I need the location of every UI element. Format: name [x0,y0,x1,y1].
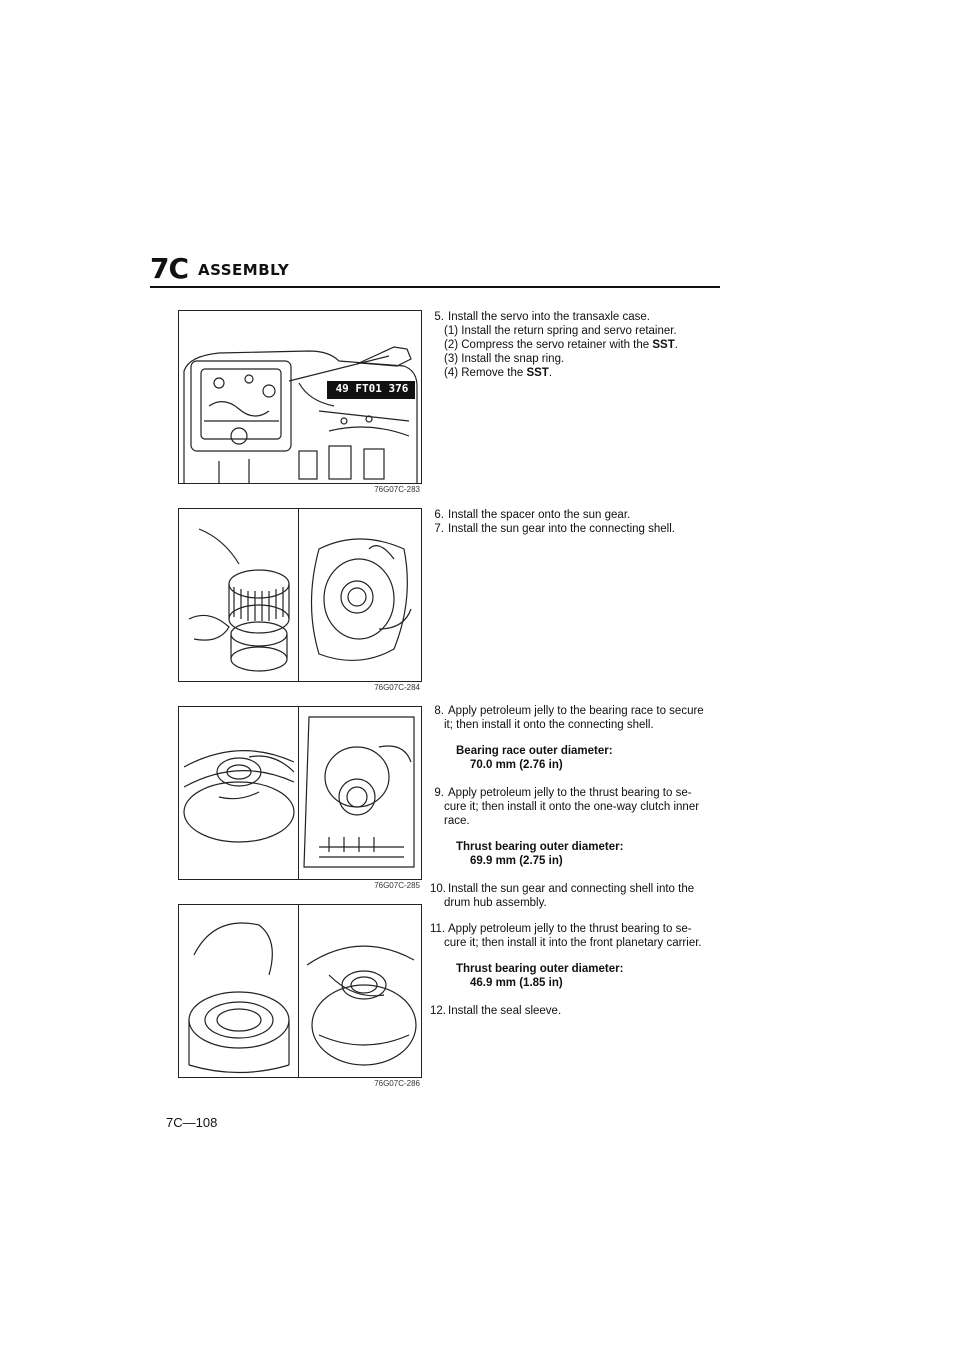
step-11-line-2: cure it; then install it into the front … [444,937,702,949]
step-8-spec-value: 70.0 mm (2.76 in) [470,759,563,771]
figure-sun-gear [178,508,422,682]
step-10: 10.Install the sun gear and connecting s… [430,883,695,895]
servo-illustration [183,346,418,483]
step-5-sub-3: (3) Install the snap ring. [444,353,565,365]
step-11-spec-value: 46.9 mm (1.85 in) [470,977,563,989]
step-8-line-2: it; then install it onto the connecting … [444,719,654,731]
step-11-spec-label: Thrust bearing outer diameter: [456,963,624,975]
figure-thrust-bearing [178,904,422,1078]
figure-split-line [298,905,299,1077]
figure-bearing-race [178,706,422,880]
page-number: 7C—108 [166,1115,218,1130]
sst-callout-label: 49 FT01 376 [335,382,409,395]
step-5: 5.Install the servo into the transaxle c… [434,311,650,323]
step-9-spec-label: Thrust bearing outer diameter: [456,841,624,853]
figure-servo-install: 49 FT01 376 [178,310,422,484]
step-5-sub-4: (4) Remove the SST. [444,367,553,379]
header-rule [150,286,720,288]
step-12: 12.Install the seal sleeve. [430,1005,562,1017]
section-code: 7C [150,252,189,285]
step-5-sub-2: (2) Compress the servo retainer with the… [444,339,678,351]
step-7: 7.Install the sun gear into the connecti… [434,523,675,535]
step-6: 6.Install the spacer onto the sun gear. [434,509,631,521]
step-9-line-2: cure it; then install it onto the one-wa… [444,801,700,813]
page-header: 7C ASSEMBLY [150,252,720,286]
step-8-spec-label: Bearing race outer diameter: [456,745,613,757]
step-9-line-3: race. [444,815,470,827]
figure-split-line [298,509,299,681]
step-5-sub-1: (1) Install the return spring and servo … [444,325,677,337]
figure-id: 76G07C-284 [374,683,420,692]
figure-id: 76G07C-285 [374,881,420,890]
step-9-spec-value: 69.9 mm (2.75 in) [470,855,563,867]
figure-id: 76G07C-283 [374,485,420,494]
step-10-line-2: drum hub assembly. [444,897,547,909]
thrust-bearing-illustration [188,922,417,1074]
section-title: ASSEMBLY [198,261,290,279]
figure-id: 76G07C-286 [374,1079,420,1088]
bearing-race-illustration [183,716,415,868]
figure-split-line [298,707,299,879]
sun-gear-illustration [188,528,412,672]
step-9: 9.Apply petroleum jelly to the thrust be… [434,787,692,799]
step-8: 8.Apply petroleum jelly to the bearing r… [434,705,704,717]
step-11: 11.Apply petroleum jelly to the thrust b… [430,923,692,935]
